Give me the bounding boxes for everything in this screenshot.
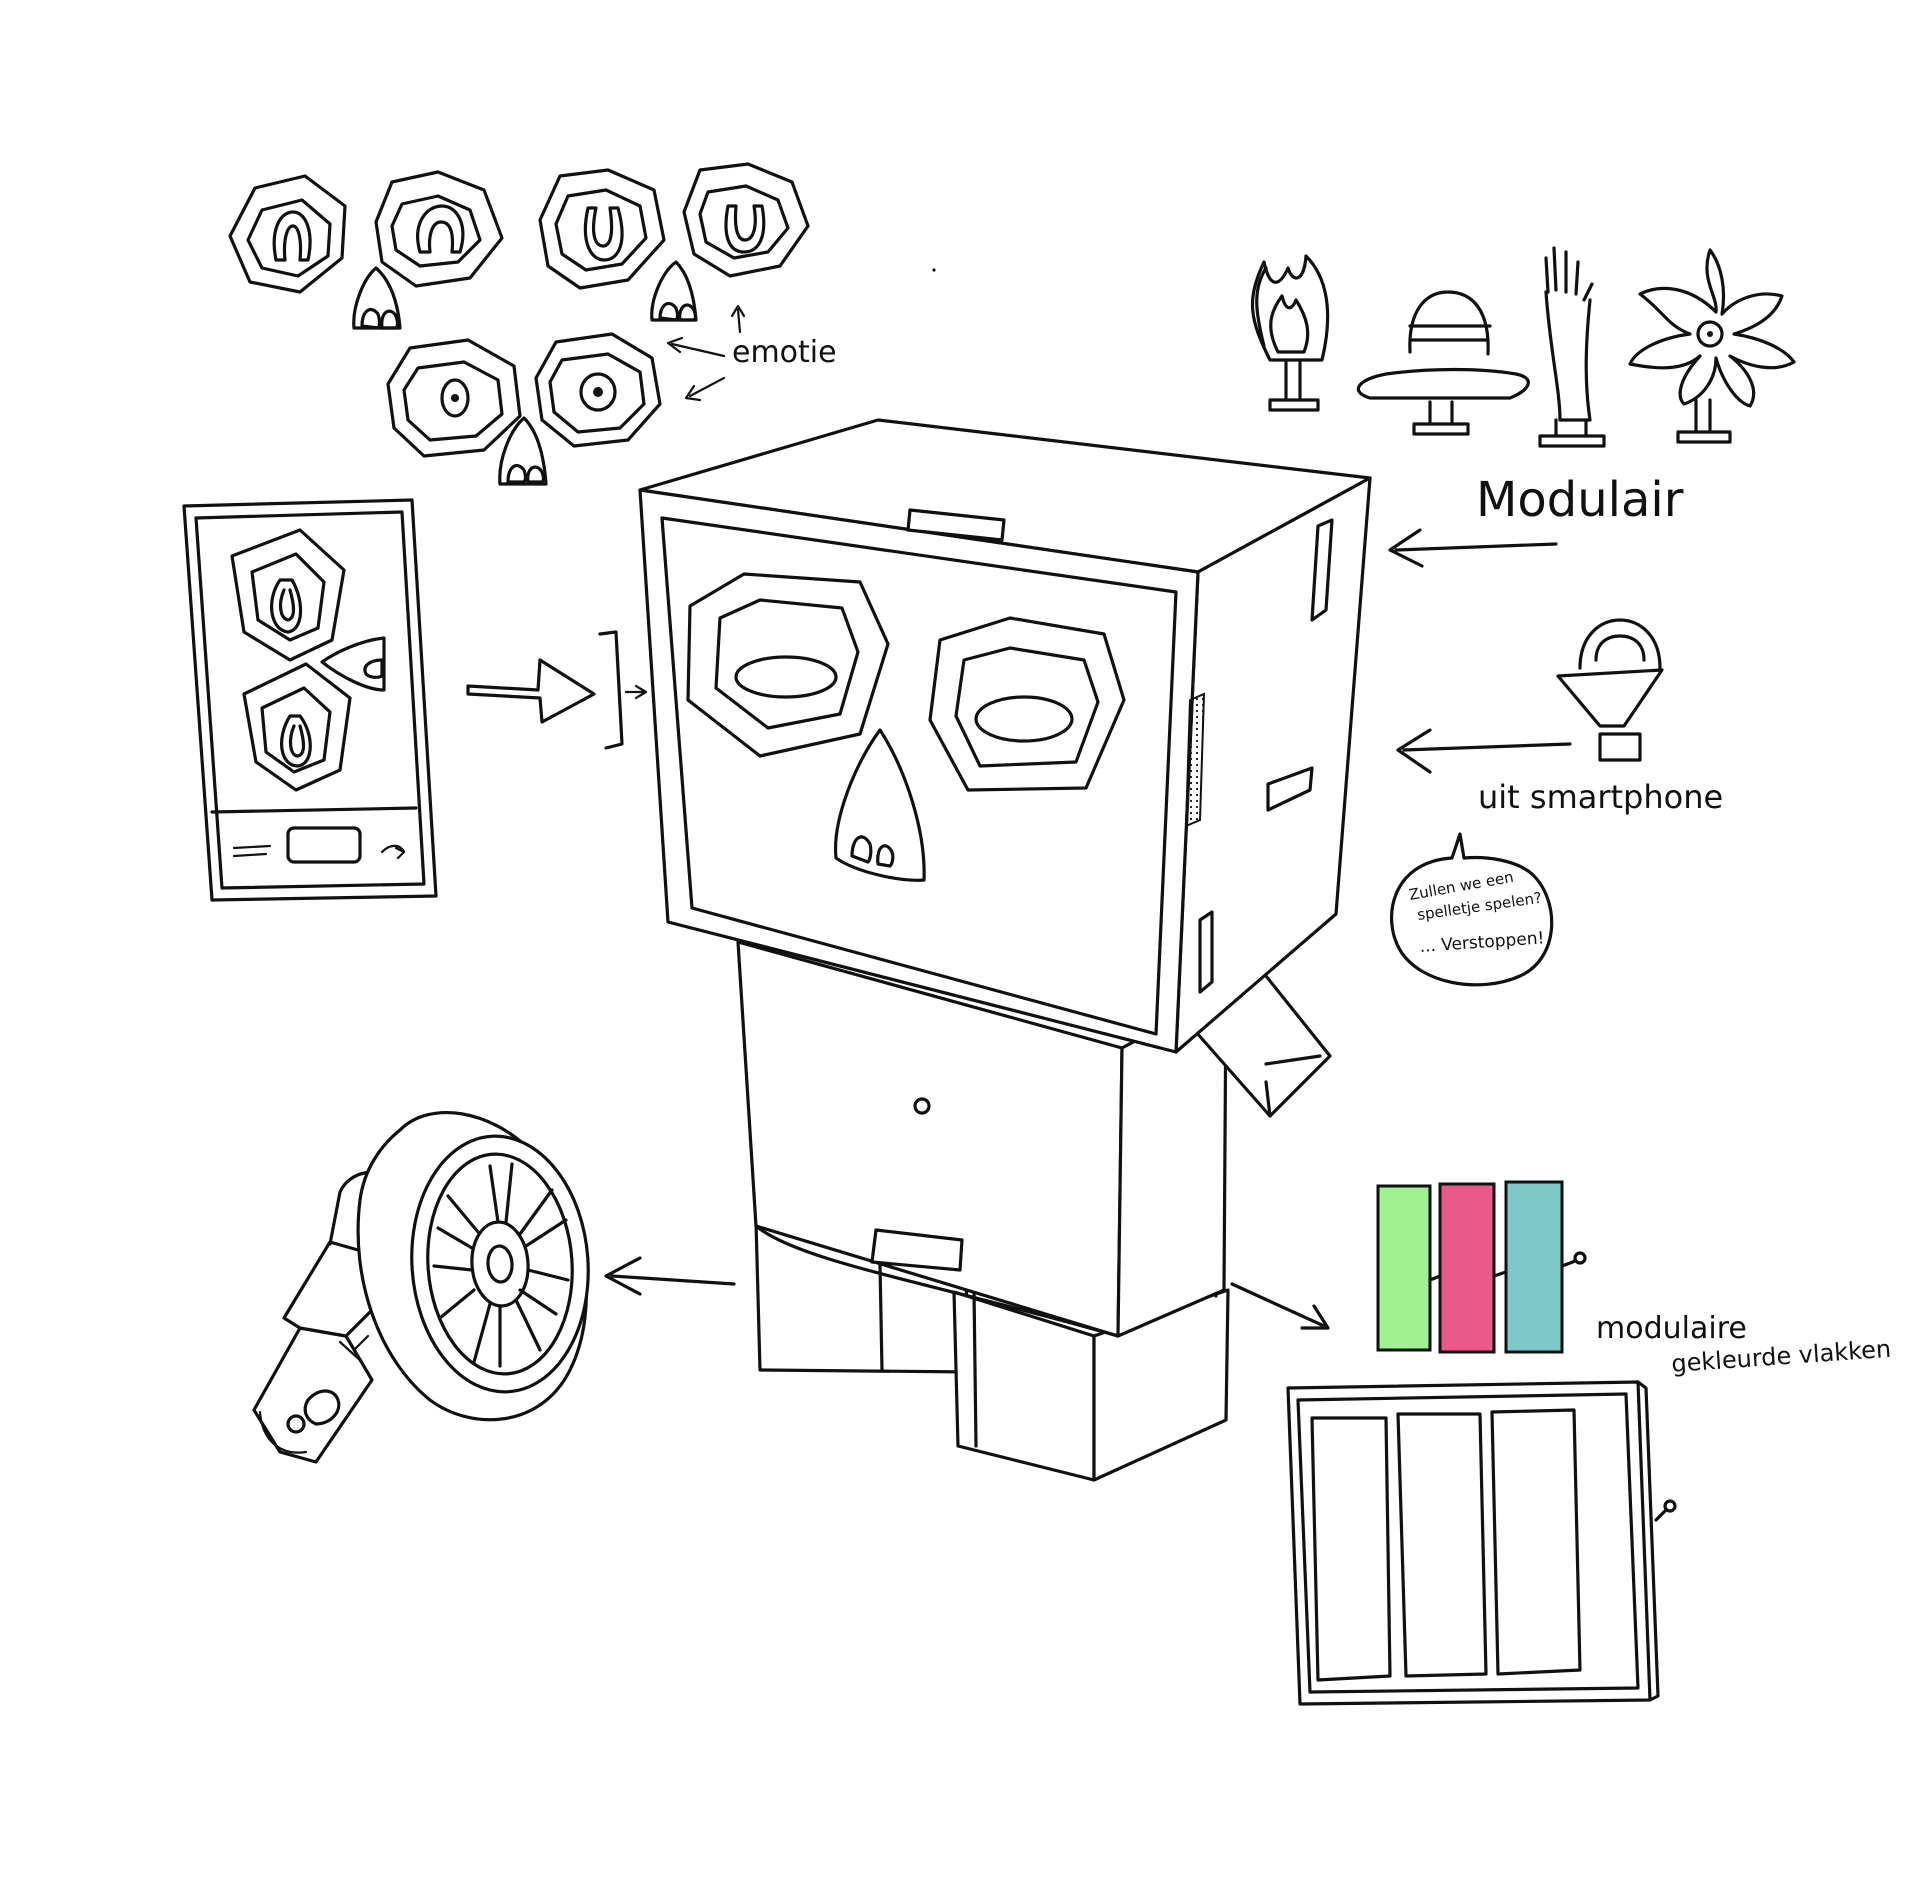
phone-button: [286, 826, 362, 864]
teal-panel: [1504, 1180, 1564, 1354]
pink-panel: [1438, 1182, 1496, 1354]
smartphone: [182, 498, 438, 902]
head-side-slot: [1310, 518, 1334, 622]
head-top-slot: [906, 508, 1006, 542]
green-panel: [1376, 1184, 1432, 1352]
panel-frame: [1286, 1380, 1677, 1706]
wheel-icon: [410, 1134, 590, 1394]
modular-label: Modulair: [1476, 472, 1684, 528]
robot: [638, 418, 1372, 1482]
modular-panels-label-1: modulaire: [1596, 1311, 1747, 1346]
sad-eyes-icon: [538, 162, 810, 322]
phone-to-robot-arrow: [466, 630, 648, 750]
lamp-icon: [1556, 618, 1664, 762]
body-slot: [870, 1228, 964, 1272]
speech-line-3: ... Verstoppen!: [1419, 928, 1545, 957]
left-eye-icon: [734, 655, 838, 699]
color-panel-module: modulaire gekleurde vlakken: [1230, 1180, 1892, 1706]
emotion-label: emotie: [732, 335, 837, 370]
phone-screen-eyes-icon: [230, 528, 386, 792]
robot-face: [686, 572, 1126, 882]
robot-body: [736, 940, 1228, 1338]
colored-panels: [1376, 1180, 1587, 1354]
robot-nose-icon: [833, 728, 926, 882]
robot-head: [638, 418, 1372, 1054]
hat-icon: [1356, 290, 1530, 436]
panel-arrow: [1230, 1282, 1330, 1330]
wheel-motor: [252, 1110, 590, 1464]
wheel-arrow: [604, 1256, 736, 1296]
from-smartphone-label: uit smartphone: [1478, 778, 1723, 816]
happy-eyes-icon: [228, 170, 504, 330]
right-eye-icon: [974, 695, 1074, 743]
modular-accessories: Modulair: [1250, 246, 1796, 568]
emotion-eye-set: emotie: [228, 162, 936, 486]
lamp-arrow: [1396, 728, 1572, 774]
modular-arrow: [1388, 528, 1558, 568]
flower-icon: [1628, 248, 1796, 444]
surprised-eyes-icon: [386, 332, 662, 486]
hand-icon: [1538, 246, 1606, 448]
robot-legs: [754, 1152, 1230, 1482]
speech-bubble: Zullen we een spelletje spelen? ... Vers…: [1389, 832, 1554, 987]
body-button: [913, 1097, 931, 1115]
lamp-module: uit smartphone: [1396, 618, 1723, 816]
flame-icon: [1250, 254, 1330, 412]
